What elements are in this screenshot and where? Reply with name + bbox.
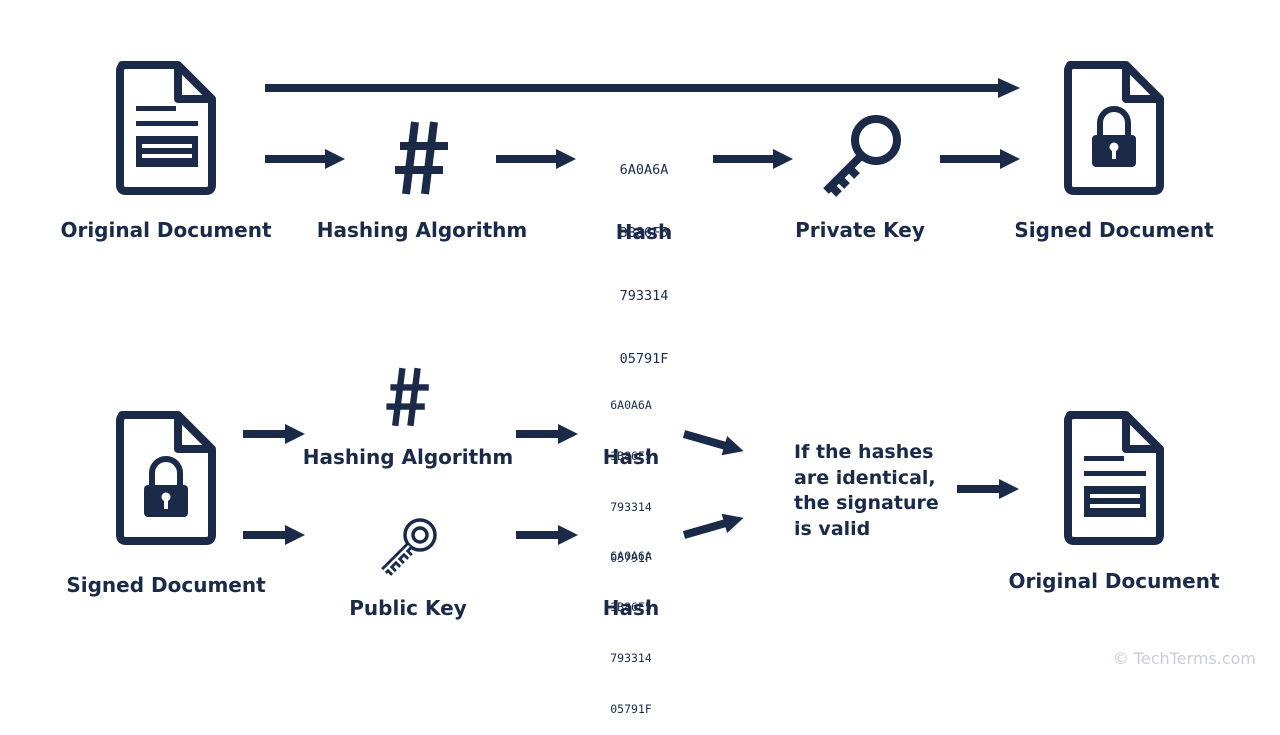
- hash-value: 6A0A6A 3B86F5 793314 05791F: [610, 363, 652, 584]
- hash-line: 05791F: [619, 351, 669, 367]
- hash-line: 793314: [610, 651, 652, 665]
- label-hash: Hash: [615, 220, 673, 244]
- label-original-document: Original Document: [1008, 569, 1220, 593]
- label-hashing-algorithm: Hashing Algorithm: [302, 445, 514, 469]
- label-hash: Hash: [602, 445, 660, 469]
- hash-line: 6A0A6A: [619, 162, 669, 178]
- label-hashing-algorithm: Hashing Algorithm: [316, 218, 528, 242]
- label-private-key: Private Key: [795, 218, 925, 242]
- hash-line: 6A0A6A: [610, 549, 652, 563]
- hash-symbol-icon: [395, 122, 448, 194]
- arrow-icon: [713, 149, 793, 169]
- original-document-icon: [120, 65, 212, 191]
- hash-line: 793314: [619, 288, 669, 304]
- label-hash: Hash: [602, 596, 660, 620]
- locked-document-icon: [1068, 65, 1160, 191]
- hash-line: 05791F: [610, 702, 652, 716]
- long-arrow: [265, 78, 1020, 98]
- hash-value: 6A0A6A 3B86F5 793314 05791F: [620, 118, 669, 391]
- result-line: the signature: [794, 492, 939, 514]
- arrow-icon: [265, 149, 345, 169]
- hash-value: 6A0A6A 3B86F5 793314 05791F: [610, 514, 652, 735]
- original-document-icon: [1068, 415, 1160, 541]
- hash-line: 3B86F5: [619, 225, 669, 241]
- arrow-icon: [516, 525, 578, 545]
- arrow-icon: [957, 479, 1019, 499]
- arrow-icon: [682, 513, 744, 539]
- arrow-icon: [516, 424, 578, 444]
- arrow-icon: [940, 149, 1020, 169]
- hash-line: 05791F: [610, 551, 652, 565]
- hash-line: 6A0A6A: [610, 398, 652, 412]
- arrow-icon: [496, 149, 576, 169]
- diagram-canvas: [0, 0, 1280, 682]
- hash-symbol-icon: [386, 368, 428, 426]
- label-signed-document: Signed Document: [66, 573, 266, 597]
- hash-line: 793314: [610, 500, 652, 514]
- arrow-icon: [243, 424, 305, 444]
- copyright-watermark: © TechTerms.com: [1112, 649, 1256, 668]
- result-line: is valid: [794, 517, 871, 540]
- key-icon: [826, 119, 897, 194]
- arrow-icon: [243, 525, 305, 545]
- label-public-key: Public Key: [349, 596, 467, 620]
- locked-document-icon: [120, 415, 212, 541]
- hash-line: 3B86F5: [610, 600, 652, 614]
- arrow-icon: [682, 430, 744, 456]
- label-original-document: Original Document: [60, 218, 272, 242]
- hash-line: 3B86F5: [610, 449, 652, 463]
- result-text: If the hashes are identical, the signatu…: [794, 440, 939, 542]
- result-line: If the hashes: [794, 441, 934, 463]
- label-signed-document: Signed Document: [1014, 218, 1214, 242]
- result-line: are identical,: [794, 466, 936, 489]
- key-outline-icon: [384, 520, 435, 573]
